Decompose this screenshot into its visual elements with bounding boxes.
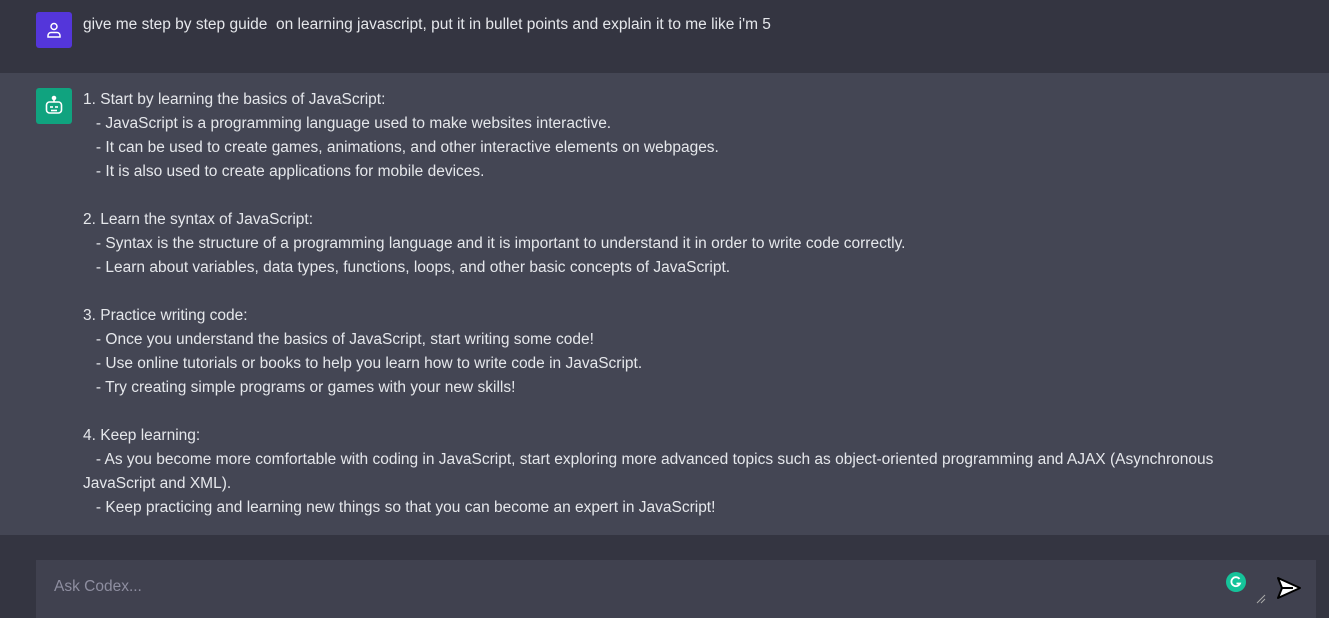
assistant-message-line: - Keep practicing and learning new thing… xyxy=(83,499,716,516)
assistant-message-line: 3. Practice writing code: xyxy=(83,307,248,324)
assistant-message-line: 2. Learn the syntax of JavaScript: xyxy=(83,211,314,228)
assistant-message-line: - Learn about variables, data types, fun… xyxy=(83,259,731,276)
send-icon[interactable] xyxy=(1276,575,1302,601)
resize-handle-icon[interactable] xyxy=(1256,594,1266,604)
assistant-message-line: - Use online tutorials or books to help … xyxy=(83,355,643,372)
user-message-row: give me step by step guide on learning j… xyxy=(0,0,1329,73)
assistant-message-line: - JavaScript is a programming language u… xyxy=(83,115,612,132)
assistant-message-line: - Once you understand the basics of Java… xyxy=(83,331,594,348)
assistant-message-line xyxy=(83,280,1233,304)
assistant-message-line: - Syntax is the structure of a programmi… xyxy=(83,235,906,252)
assistant-message-row: 1. Start by learning the basics of JavaS… xyxy=(0,73,1329,535)
assistant-message-text: 1. Start by learning the basics of JavaS… xyxy=(83,88,1233,520)
assistant-avatar xyxy=(36,88,72,124)
assistant-message-line: - Try creating simple programs or games … xyxy=(83,379,516,396)
assistant-message-line xyxy=(83,184,1233,208)
assistant-message-line: - It is also used to create applications… xyxy=(83,163,485,180)
user-message-text: give me step by step guide on learning j… xyxy=(83,16,771,33)
assistant-message-line: - It can be used to create games, animat… xyxy=(83,139,719,156)
prompt-input[interactable] xyxy=(54,578,1204,596)
user-icon xyxy=(47,22,61,38)
assistant-message-line: - As you become more comfortable with co… xyxy=(83,451,1218,492)
grammarly-icon[interactable] xyxy=(1226,572,1246,592)
robot-icon xyxy=(45,95,63,114)
assistant-message-line: 4. Keep learning: xyxy=(83,427,201,444)
assistant-message-line: 1. Start by learning the basics of JavaS… xyxy=(83,91,386,108)
composer xyxy=(36,560,1316,618)
assistant-message-line xyxy=(83,400,1233,424)
user-avatar xyxy=(36,12,72,48)
